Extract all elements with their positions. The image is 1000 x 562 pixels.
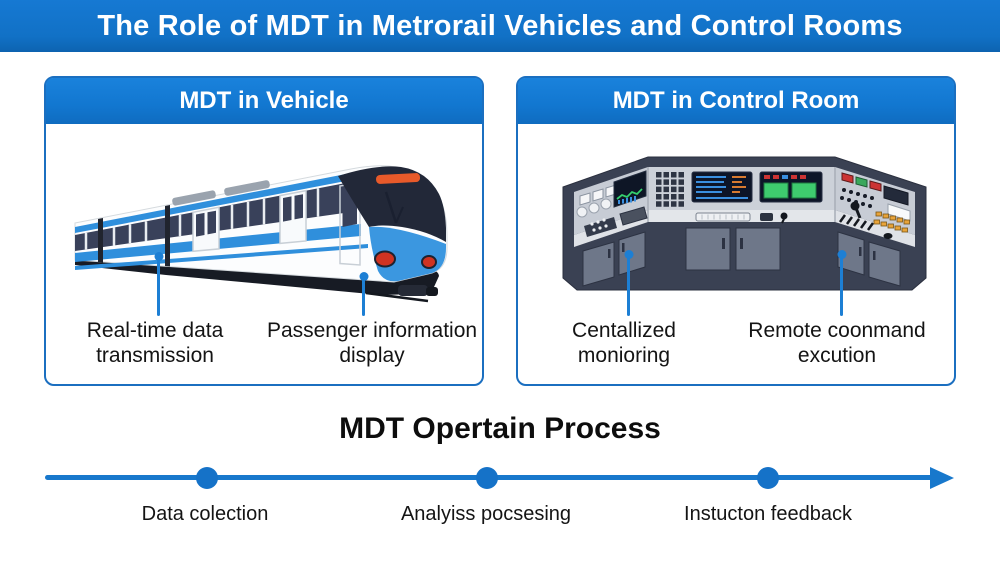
banner: The Role of MDT in Metrorail Vehicles an… [0,0,1000,52]
control-panel-title: MDT in Control Room [612,87,860,114]
door-handles [608,238,876,260]
window-separators [84,188,320,250]
vehicle-panel: MDT in Vehicle [44,76,484,386]
train-illustration [74,165,448,303]
process-step-1: Data colection [141,503,269,525]
callout-label-monitoring-line1: Centallized [572,319,676,342]
callout-label-remote-line1: Remote coonmand [748,319,926,342]
right-wing-controls [840,172,911,233]
callout-label-realtime: Real-time data transmission [75,318,235,368]
process-step-2: Analyiss pocsesing [400,503,572,525]
vehicle-panel-body: Real-time data transmission Passenger in… [46,124,482,384]
callout-label-monitoring-line2: monioring [577,344,671,367]
callout-line-remote [840,254,843,316]
cabinet-doors [582,227,901,287]
train-doors [192,181,361,266]
callout-label-realtime-line1: Real-time data [86,319,224,342]
callout-line-monitoring [627,254,630,316]
vehicle-panel-title: MDT in Vehicle [179,87,349,114]
roof-equipment [172,180,270,206]
timeline-dot-1 [196,467,218,489]
process-title: MDT Opertain Process [339,412,661,445]
callout-line-realtime [157,256,160,316]
control-panel-body: Centallized monioring Remote coonmand ex… [518,124,954,384]
left-wing-controls [576,170,647,218]
callout-label-passenger-line1: Passenger information [266,319,478,342]
callout-label-monitoring: Centallized monioring [544,318,704,368]
vehicle-panel-header: MDT in Vehicle [46,78,482,124]
callout-label-passenger-line2: display [339,344,405,367]
center-panel-controls [656,171,823,207]
callout-label-remote-line2: excution [797,344,877,367]
control-panel-header: MDT in Control Room [518,78,954,124]
banner-title: The Role of MDT in Metrorail Vehicles an… [97,9,903,42]
arrow-right-icon [930,467,954,489]
control-console-illustration [562,156,927,291]
process-step-3: Instucton feedback [684,503,852,525]
timeline-dot-3 [757,467,779,489]
callout-line-passenger [362,276,365,316]
callout-label-realtime-line2: transmission [96,344,214,367]
control-panel: MDT in Control Room [516,76,956,386]
callout-label-passenger: Passenger information display [257,318,487,368]
desk-controls [584,206,893,239]
callout-label-remote: Remote coonmand excution [722,318,952,368]
timeline-dot-2 [476,467,498,489]
